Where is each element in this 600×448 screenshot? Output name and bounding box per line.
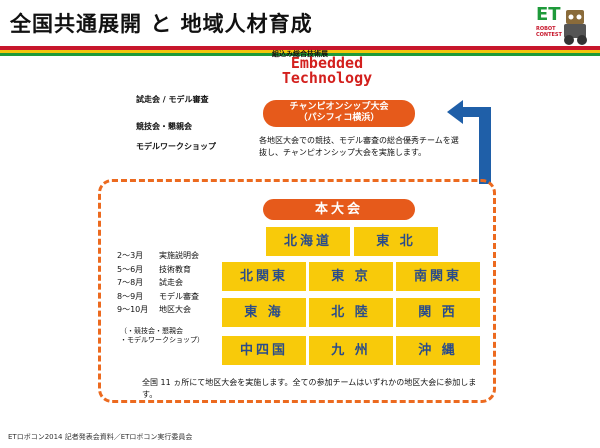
region-hokkaido: 北海道 bbox=[266, 227, 350, 256]
logo-sub: ROBOT CONTEST bbox=[536, 26, 562, 38]
championship-venue: （パシフィコ横浜） bbox=[298, 113, 380, 123]
regional-frame bbox=[98, 179, 496, 403]
et-robocon-logo: ET ROBOT CONTEST bbox=[536, 4, 592, 46]
label-trial: 試走会 / モデル審査 bbox=[136, 95, 209, 104]
header-stripe-yellow bbox=[0, 50, 600, 53]
label-contest: 競技会・懇親会 bbox=[136, 122, 192, 131]
championship-badge: チャンピオンシップ大会 （パシフィコ横浜） bbox=[263, 100, 415, 127]
region-minamikanto: 南関東 bbox=[396, 262, 480, 291]
region-chushikoku: 中四国 bbox=[222, 336, 306, 365]
up-arrow-icon bbox=[447, 100, 491, 184]
page-title: 全国共通展開 と 地域人材育成 bbox=[10, 12, 313, 36]
et-tagline: 組込み総合技術展 bbox=[272, 50, 328, 58]
region-tokai: 東 海 bbox=[222, 298, 306, 327]
schedule-row: 9～10月地区大会 bbox=[117, 305, 191, 314]
label-workshop: モデルワークショップ bbox=[136, 142, 216, 151]
championship-title: チャンピオンシップ大会 bbox=[289, 102, 389, 112]
footer-credit: ETロボコン2014 記者発表会資料／ETロボコン実行委員会 bbox=[8, 433, 193, 441]
region-tokyo: 東 京 bbox=[309, 262, 393, 291]
embedded-technology-logo: Embedded Technology bbox=[266, 56, 388, 86]
schedule-row: 7～8月試走会 bbox=[117, 278, 183, 287]
et-logo-line2: Technology bbox=[281, 69, 373, 87]
et-logo-line1: Embedded bbox=[290, 54, 364, 72]
region-kitakanto: 北関東 bbox=[222, 262, 306, 291]
schedule-note-line2: ・モデルワークショップ） bbox=[120, 336, 204, 344]
region-kansai: 関 西 bbox=[396, 298, 480, 327]
main-event-badge: 本大会 bbox=[263, 199, 415, 220]
championship-description: 各地区大会での競技、モデル審査の総合優秀チームを選抜し、チャンピオンシップ大会を… bbox=[259, 136, 459, 157]
header-stripe-red bbox=[0, 46, 600, 50]
header-stripe-green bbox=[0, 53, 600, 56]
region-kyushu: 九 州 bbox=[309, 336, 393, 365]
regional-summary: 全国 11 ヵ所にて地区大会を実施します。全ての参加チームはいずれかの地区大会に… bbox=[142, 378, 477, 399]
schedule-list: 2～3月実施説明会 5～6月技術教育 7～8月試走会 8～9月モデル審査 9～1… bbox=[117, 249, 199, 317]
region-tohoku: 東 北 bbox=[354, 227, 438, 256]
robot-icon bbox=[564, 10, 587, 45]
schedule-row: 8～9月モデル審査 bbox=[117, 291, 199, 301]
schedule-row: 2～3月実施説明会 bbox=[117, 251, 199, 260]
schedule-row: 5～6月技術教育 bbox=[117, 264, 191, 274]
schedule-note: （・競技会・懇親会 ・モデルワークショップ） bbox=[120, 327, 204, 345]
region-hokuriku: 北 陸 bbox=[309, 298, 393, 327]
logo-main: ET bbox=[536, 4, 561, 25]
schedule-note-line1: （・競技会・懇親会 bbox=[120, 327, 183, 335]
region-okinawa: 沖 縄 bbox=[396, 336, 480, 365]
